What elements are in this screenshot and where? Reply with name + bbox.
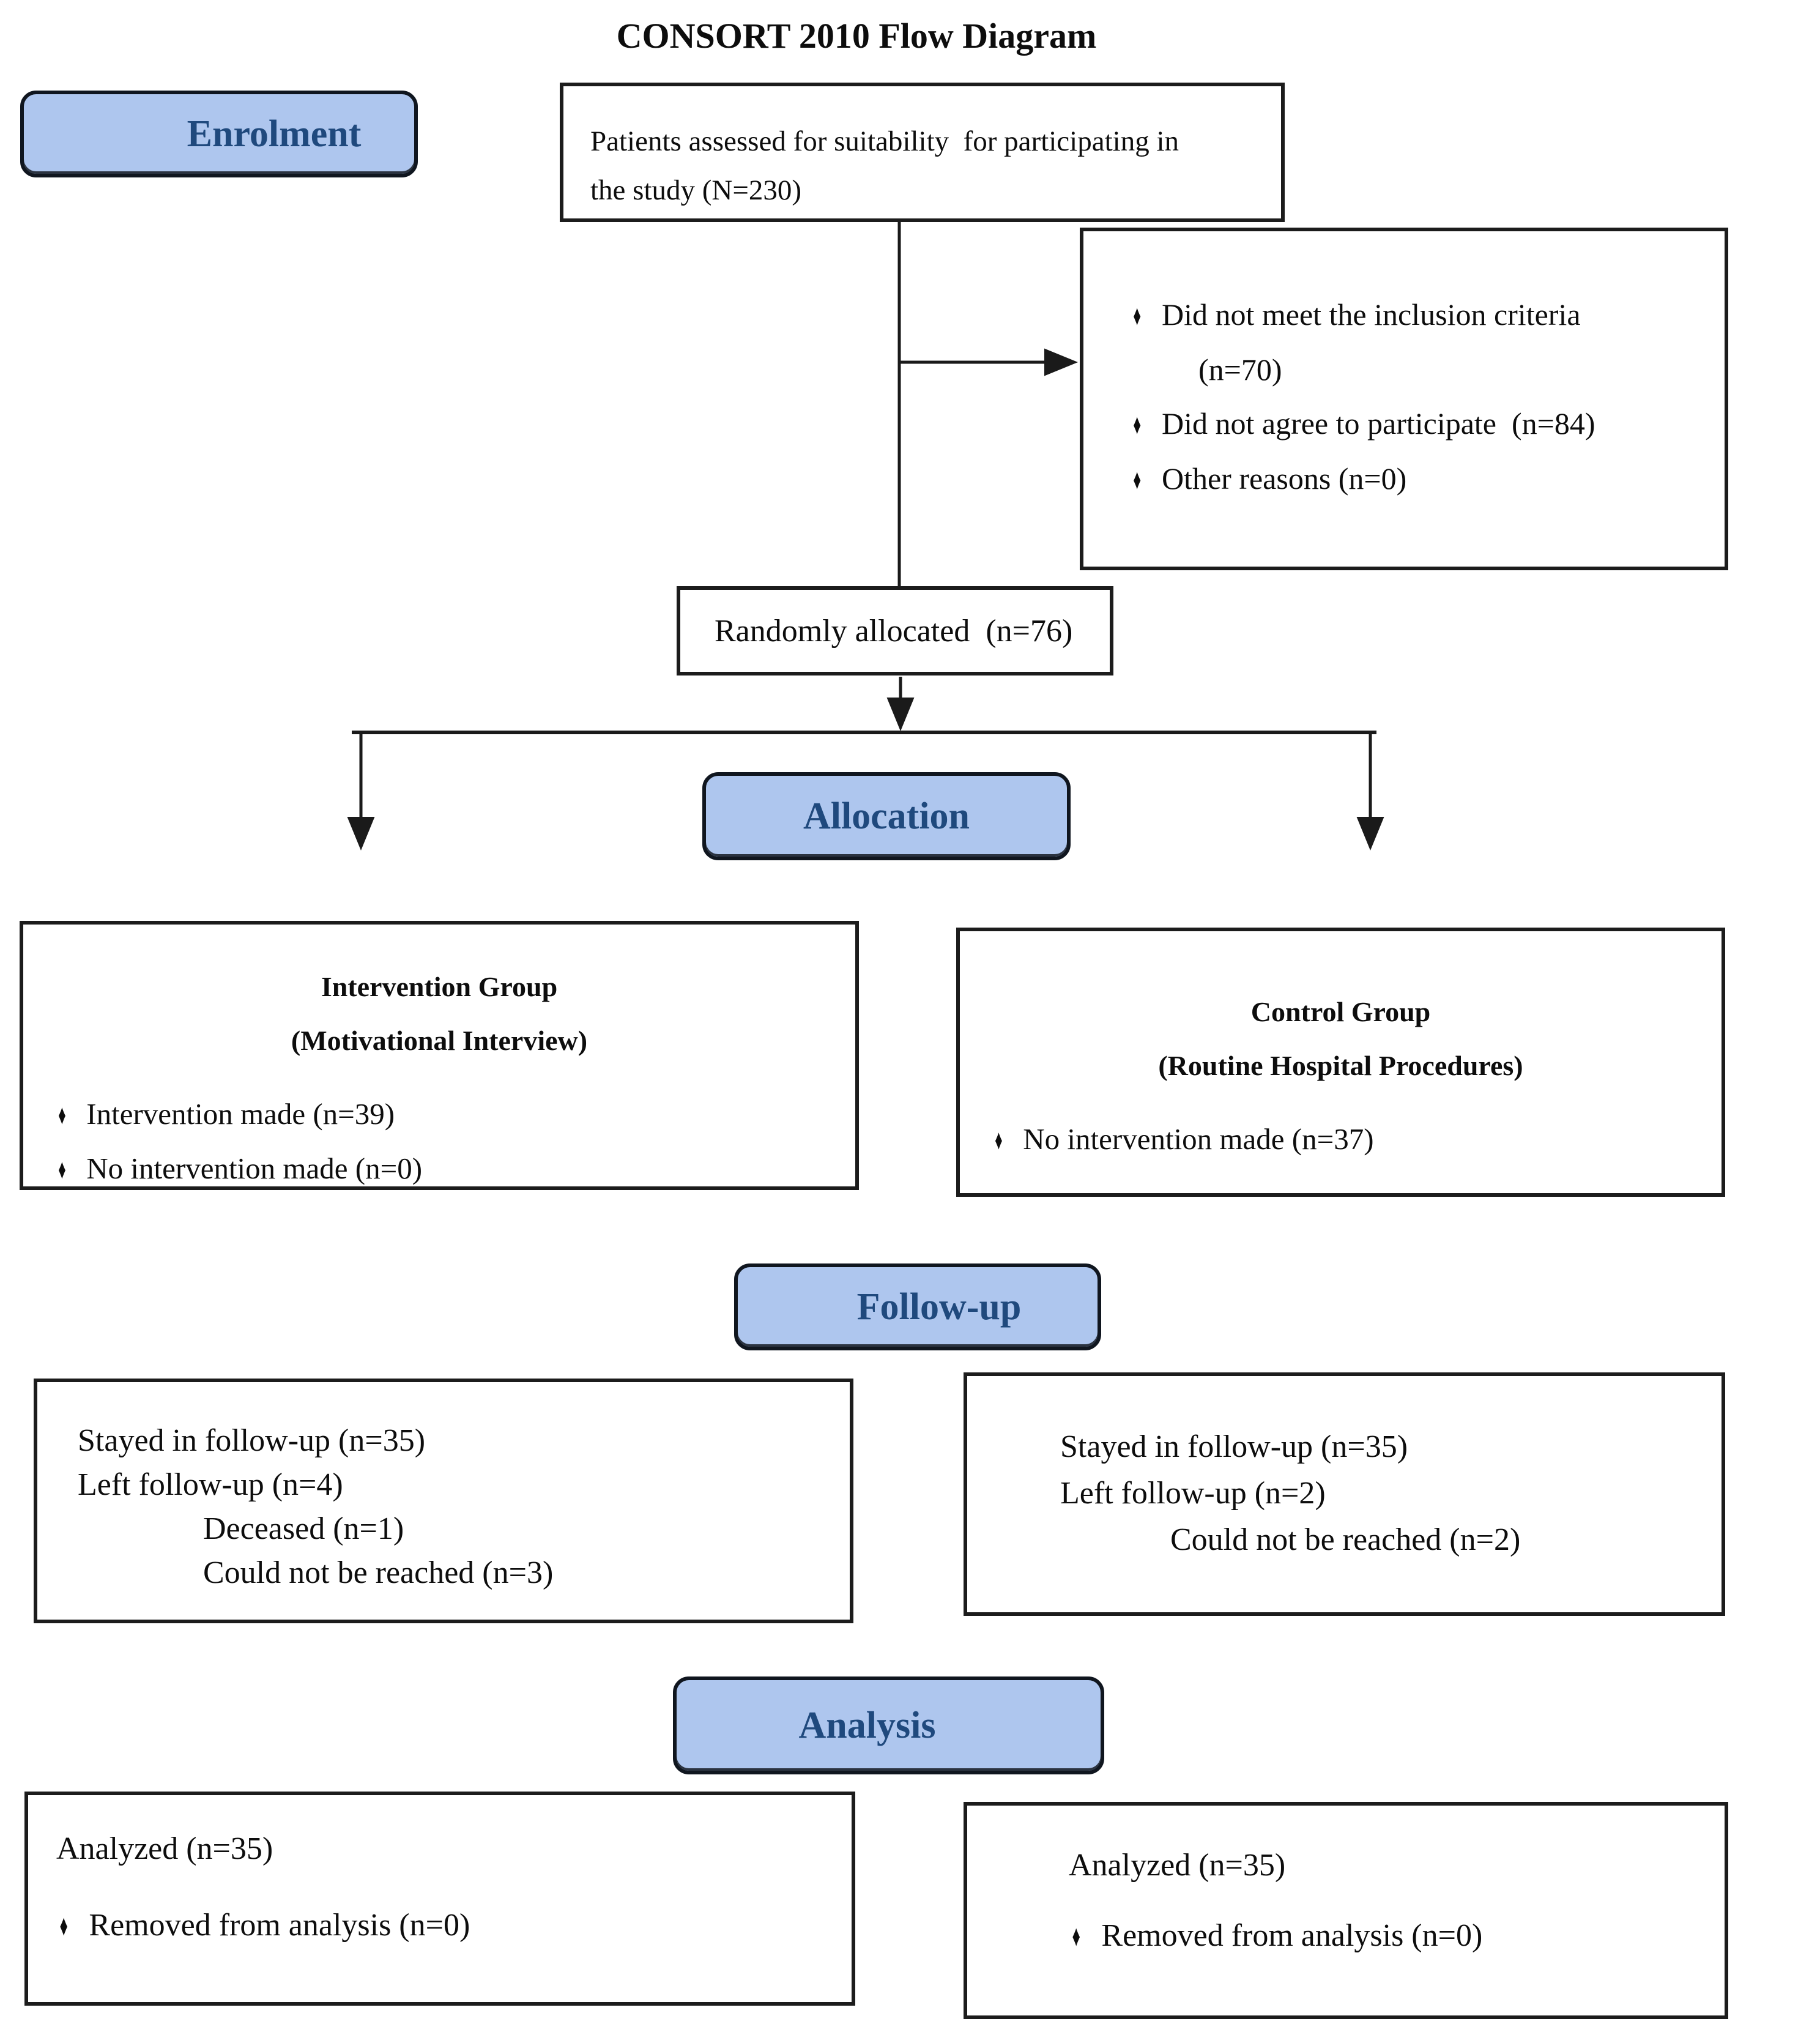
intervention-group-title: Intervention Group <box>23 960 855 1014</box>
stage-label-followup: Follow-up <box>734 1263 1101 1350</box>
analysis-line: Analyzed (n=35) <box>1069 1847 1725 1883</box>
stage-label-followup-text: Follow-up <box>856 1286 1022 1328</box>
diamond-bullet-icon: ♦ <box>1133 464 1142 495</box>
diamond-bullet-icon: ♦ <box>58 1154 66 1185</box>
analysis-intervention-box: Analyzed (n=35) ♦ Removed from analysis … <box>24 1792 855 2006</box>
control-group-heading: Control Group (Routine Hospital Procedur… <box>960 985 1722 1093</box>
analysis-item-text: Removed from analysis (n=0) <box>1101 1918 1483 1953</box>
control-item-text: No intervention made (n=37) <box>1023 1122 1374 1156</box>
followup-line-text: Left follow-up (n=4) <box>78 1467 343 1502</box>
stage-label-allocation-text: Allocation <box>803 795 970 837</box>
followup-intervention-box: Stayed in follow-up (n=35) Left follow-u… <box>34 1379 853 1623</box>
followup-line-text: Deceased (n=1) <box>203 1511 404 1546</box>
stage-label-allocation: Allocation <box>702 772 1071 860</box>
stage-label-analysis-text: Analysis <box>798 1704 936 1746</box>
control-group-subtitle: (Routine Hospital Procedures) <box>960 1039 1722 1093</box>
diamond-bullet-icon: ♦ <box>995 1125 1003 1155</box>
excluded-item: ♦ Did not agree to participate (n=84) <box>1130 396 1700 452</box>
followup-line: Left follow-up (n=4) <box>78 1463 850 1507</box>
analysis-line-text: Analyzed (n=35) <box>1069 1848 1286 1883</box>
analysis-control-box: Analyzed (n=35) ♦ Removed from analysis … <box>964 1802 1728 2019</box>
followup-line-text: Stayed in follow-up (n=35) <box>1060 1429 1408 1464</box>
followup-line-indented: Could not be reached (n=3) <box>203 1551 850 1595</box>
assessed-line2: the study (N=230) <box>590 166 1258 215</box>
control-group-subtitle-text: (Routine Hospital Procedures) <box>1158 1050 1523 1081</box>
followup-line-indented: Deceased (n=1) <box>203 1507 850 1551</box>
excluded-item-continuation-text: (n=70) <box>1198 352 1282 387</box>
excluded-item: ♦ Did not meet the inclusion criteria <box>1130 288 1700 343</box>
assessed-line2-text: the study (N=230) <box>590 174 802 206</box>
followup-line: Left follow-up (n=2) <box>1060 1470 1722 1517</box>
followup-line-text: Could not be reached (n=2) <box>1170 1522 1521 1557</box>
stage-label-analysis: Analysis <box>673 1676 1104 1774</box>
excluded-item-text: Did not meet the inclusion criteria <box>1161 297 1581 332</box>
diamond-bullet-icon: ♦ <box>59 1910 68 1942</box>
excluded-item-text: Other reasons (n=0) <box>1161 461 1407 496</box>
control-group-items: ♦ No intervention made (n=37) <box>960 1112 1722 1167</box>
analysis-line: Analyzed (n=35) <box>56 1831 852 1867</box>
followup-line: Stayed in follow-up (n=35) <box>78 1419 850 1463</box>
diamond-bullet-icon: ♦ <box>1072 1920 1080 1952</box>
assessed-box: Patients assessed for suitability for pa… <box>560 83 1285 222</box>
followup-line-text: Stayed in follow-up (n=35) <box>78 1423 426 1458</box>
intervention-item-text: No intervention made (n=0) <box>86 1152 423 1185</box>
stage-label-enrolment: Enrolment <box>20 91 418 177</box>
diamond-bullet-icon: ♦ <box>1133 300 1142 331</box>
analysis-line-text: Analyzed (n=35) <box>56 1831 273 1866</box>
stage-label-enrolment-text: Enrolment <box>187 113 362 155</box>
control-group-box: Control Group (Routine Hospital Procedur… <box>956 928 1725 1197</box>
followup-line-text: Could not be reached (n=3) <box>203 1555 554 1590</box>
intervention-group-box: Intervention Group (Motivational Intervi… <box>20 921 859 1190</box>
analysis-item-text: Removed from analysis (n=0) <box>89 1908 470 1943</box>
control-group-title: Control Group <box>960 985 1722 1039</box>
control-item: ♦ No intervention made (n=37) <box>992 1112 1722 1167</box>
assessed-line1: Patients assessed for suitability for pa… <box>590 117 1258 166</box>
analysis-item: ♦ Removed from analysis (n=0) <box>1069 1918 1725 1954</box>
excluded-item: ♦ Other reasons (n=0) <box>1130 452 1700 507</box>
followup-line-indented: Could not be reached (n=2) <box>1170 1517 1722 1563</box>
randomized-box-text: Randomly allocated (n=76) <box>715 613 1073 649</box>
followup-line: Stayed in follow-up (n=35) <box>1060 1424 1722 1470</box>
intervention-item-text: Intervention made (n=39) <box>86 1097 395 1131</box>
excluded-box: ♦ Did not meet the inclusion criteria (n… <box>1080 228 1728 570</box>
intervention-group-title-text: Intervention Group <box>321 971 558 1002</box>
intervention-group-items: ♦ Intervention made (n=39) ♦ No interven… <box>23 1087 855 1196</box>
randomized-box: Randomly allocated (n=76) <box>677 586 1113 675</box>
control-group-title-text: Control Group <box>1250 996 1431 1027</box>
assessed-line1-text: Patients assessed for suitability for pa… <box>590 125 1179 157</box>
diamond-bullet-icon: ♦ <box>1133 409 1142 440</box>
intervention-group-heading: Intervention Group (Motivational Intervi… <box>23 960 855 1068</box>
excluded-item-continuation: (n=70) <box>1198 343 1700 396</box>
intervention-group-subtitle: (Motivational Interview) <box>23 1014 855 1068</box>
followup-line-text: Left follow-up (n=2) <box>1060 1476 1326 1511</box>
diagram-title: CONSORT 2010 Flow Diagram <box>616 16 1097 56</box>
diamond-bullet-icon: ♦ <box>58 1100 66 1130</box>
excluded-item-text: Did not agree to participate (n=84) <box>1161 406 1595 441</box>
analysis-item: ♦ Removed from analysis (n=0) <box>56 1907 852 1943</box>
followup-control-box: Stayed in follow-up (n=35) Left follow-u… <box>964 1372 1725 1616</box>
intervention-item: ♦ No intervention made (n=0) <box>55 1142 855 1196</box>
intervention-group-subtitle-text: (Motivational Interview) <box>291 1025 588 1056</box>
intervention-item: ♦ Intervention made (n=39) <box>55 1087 855 1142</box>
